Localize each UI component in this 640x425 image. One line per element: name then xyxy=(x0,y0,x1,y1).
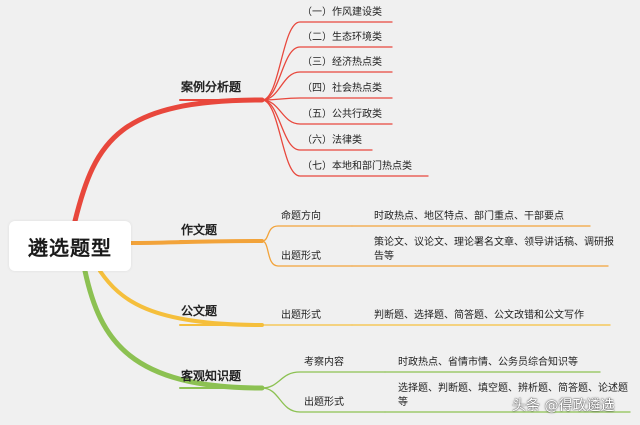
official-leaf-question-format: 判断题、选择题、简答题、公文改错和公文写作 xyxy=(374,310,584,321)
leaf-case-7: （七）本地和部门热点类 xyxy=(302,161,412,172)
essay-sub-question-format: 出题形式 xyxy=(281,251,321,262)
leaf-case-3: （三）经济热点类 xyxy=(302,57,382,68)
connector-case-7 xyxy=(261,99,429,177)
connector-case-3 xyxy=(261,71,393,101)
connector-root-objective xyxy=(82,268,265,391)
connector-root-official xyxy=(98,269,264,327)
connector-case-1 xyxy=(261,21,393,101)
branch-official-document: 公文题 xyxy=(181,304,218,318)
root-node: 遴选题型 xyxy=(9,221,131,271)
connector-objective-sub2 xyxy=(261,387,386,413)
official-sub-question-format: 出题形式 xyxy=(281,310,321,321)
objective-sub-exam-content: 考察内容 xyxy=(304,357,344,368)
branch-case-analysis: 案例分析题 xyxy=(181,80,242,94)
connector-essay-sub1 xyxy=(261,225,353,242)
essay-leaf-topic-direction: 时政热点、地区特点、部门重点、干部要点 xyxy=(374,211,564,222)
branch-objective-knowledge: 客观知识题 xyxy=(181,369,242,383)
leaf-case-4: （四）社会热点类 xyxy=(302,83,382,94)
connector-root-case xyxy=(72,97,265,224)
objective-leaf-question-format: 选择题、判断题、填空题、辨析题、简答题、论述题等 xyxy=(398,383,628,408)
leaf-case-1: （一）作风建设类 xyxy=(302,7,382,18)
connector-case-4 xyxy=(261,97,393,101)
leaf-case-2: （二）生态环境类 xyxy=(302,32,382,43)
objective-leaf-exam-content: 时政热点、省情市情、公务员综合知识等 xyxy=(398,357,578,368)
objective-sub-question-format: 出题形式 xyxy=(304,397,344,408)
connector-objective-sub1 xyxy=(261,371,386,389)
watermark: 头条 @得政遴选 xyxy=(512,398,615,414)
essay-leaf-question-format: 策论文、议论文、理论署名文章、领导讲话稿、调研报告等 xyxy=(374,237,614,262)
connector-case-2 xyxy=(261,46,393,101)
connector-essay-sub2 xyxy=(261,240,353,267)
branch-essay: 作文题 xyxy=(181,223,218,237)
leaf-case-6: （六）法律类 xyxy=(302,135,362,146)
leaf-case-5: （五）公共行政类 xyxy=(302,109,382,120)
essay-sub-topic-direction: 命题方向 xyxy=(281,211,321,222)
